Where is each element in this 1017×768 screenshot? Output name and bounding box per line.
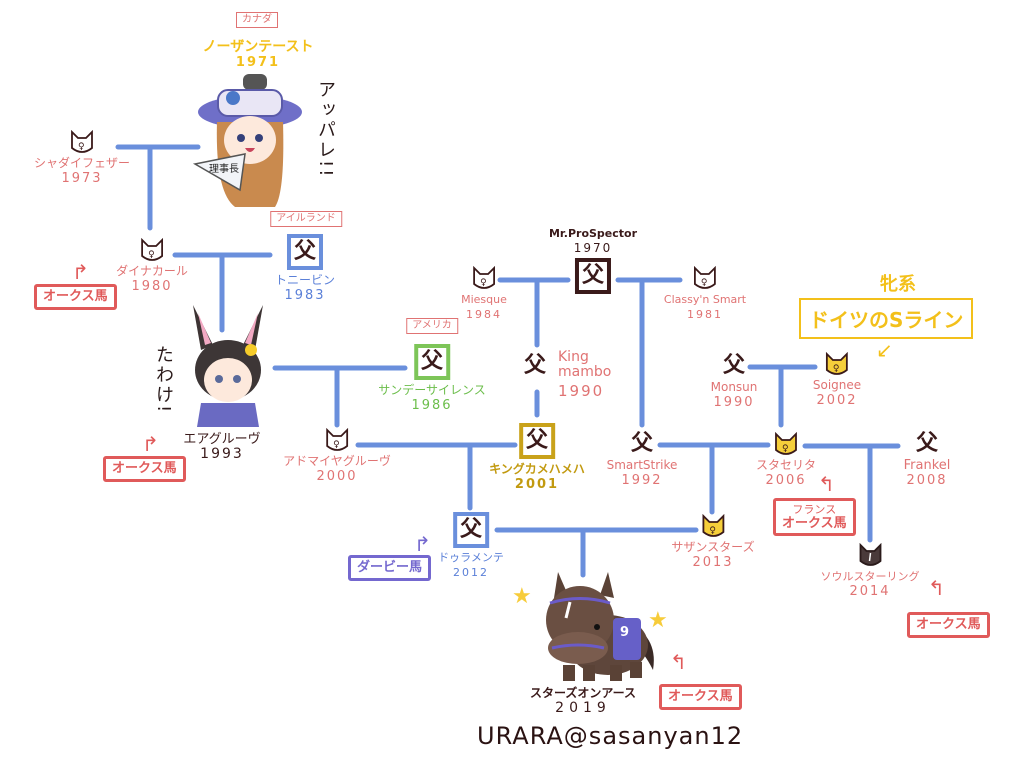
filly-face-icon: ♀ (326, 428, 348, 451)
filly-face-icon: ♀ (71, 130, 93, 153)
sire-box-icon: 父 (574, 258, 611, 294)
line-dyna-tony (172, 252, 273, 333)
svg-text:♀: ♀ (833, 364, 840, 374)
svg-text:9: 9 (620, 625, 629, 640)
star-icon: ★ (512, 584, 532, 609)
node-northern-taste: ノーザンテースト 1971 (202, 39, 314, 71)
node-monsun: 父 Monsun 1990 (710, 353, 758, 410)
node-kingmambo: King mambo 1990 (558, 349, 612, 400)
node-duramente: 父 ドゥラメンテ 2012 (438, 512, 504, 580)
line-stacelita-frankel (802, 443, 901, 543)
sire-box-icon: 父 (452, 512, 489, 548)
svg-text:理事長: 理事長 (209, 162, 239, 175)
line-airgroove-sunday (272, 365, 408, 428)
shout-tawake: たわけ! (153, 345, 174, 415)
node-sunday-silence: 父 サンデーサイレンス 1986 (378, 344, 486, 413)
sire-box-icon: 父 (286, 234, 323, 270)
svg-text:♀: ♀ (782, 444, 789, 454)
callout-title: 牝系 (880, 274, 916, 295)
svg-text:♀: ♀ (148, 250, 155, 260)
arrow-icon: ↱ (414, 532, 431, 556)
arrow-icon: ↱ (72, 260, 89, 284)
sire-box-icon: 父 (519, 423, 555, 459)
svg-text:♀: ♀ (480, 278, 487, 288)
node-dyna-carle: ♀ ダイナカール 1980 (116, 238, 188, 294)
node-smart-strike: 父 SmartStrike 1992 (606, 431, 678, 488)
shout-appare: アッパレ!! (315, 80, 336, 179)
filly-face-icon: ♀ (775, 432, 797, 455)
node-stars-on-earth: スターズオンアース 2019 (529, 686, 637, 716)
node-mr-prospector: Mr.ProSpector 1970 父 (549, 226, 637, 294)
filly-face-icon: ♀ (473, 266, 495, 289)
node-tony-bin: 父 トニービン 1983 (275, 234, 335, 303)
line-miesque-mrp (497, 277, 571, 418)
sire-box-icon: 父 (414, 344, 450, 380)
country-tag-canada: カナダ (236, 12, 278, 28)
oaks-badge: オークス馬 (907, 612, 990, 638)
line-duramente-southern (494, 527, 699, 578)
filly-face-icon (859, 543, 881, 566)
line-mrp-classy (615, 277, 683, 428)
line-admire-kingkame (355, 442, 518, 511)
arrow-icon: ↙ (876, 338, 893, 362)
filly-face-icon: ♀ (702, 514, 724, 537)
node-soul-stirring: ソウルスターリング 2014 (821, 543, 920, 599)
arrow-icon: ↰ (670, 650, 687, 674)
node-air-groove: エアグルーヴ 1993 (183, 432, 261, 462)
svg-text:♀: ♀ (78, 142, 85, 152)
node-frankel: 父 Frankel 2008 (903, 431, 951, 488)
filly-face-icon: ♀ (141, 238, 163, 261)
country-tag-ireland: アイルランド (270, 211, 342, 227)
oaks-badge: オークス馬 (659, 684, 742, 710)
node-southern-stars: ♀ サザンスターズ 2013 (671, 514, 755, 570)
sire-icon: 父 (915, 431, 938, 456)
artist-credit: URARA@sasanyan12 (477, 722, 744, 750)
country-tag-america: アメリカ (406, 318, 458, 334)
node-king-kamehameha: 父 キングカメハメハ 2001 (489, 423, 585, 492)
node-shadai-feather: ♀ シャダイフェザー 1973 (34, 130, 130, 186)
france-oaks-badge: フランス オークス馬 (773, 498, 856, 536)
svg-text:♀: ♀ (701, 278, 708, 288)
line-monsun-soignee (747, 364, 818, 428)
sire-icon: 父 (722, 353, 745, 378)
arrow-icon: ↱ (142, 432, 159, 456)
node-stacelita: ♀ スタセリタ 2006 (756, 432, 816, 488)
node-miesque: ♀ Miesque 1984 (461, 266, 507, 322)
oaks-badge: オークス馬 (34, 284, 117, 310)
line-shadai-northern (115, 144, 201, 231)
filly-face-icon: ♀ (694, 266, 716, 289)
star-icon: ★ (648, 608, 668, 633)
callout-label: ドイツのSライン (799, 298, 974, 339)
svg-text:♀: ♀ (709, 526, 716, 536)
air-groove-character-illustration (193, 305, 263, 427)
arrow-icon: ↰ (818, 472, 835, 496)
node-admire-groove: ♀ アドマイヤグルーヴ 2000 (283, 428, 391, 484)
node-soignee: ♀ Soignee 2002 (813, 352, 861, 408)
sire-icon: 父 (630, 431, 653, 456)
chairman-character-illustration: 理事長 (192, 74, 302, 207)
svg-text:♀: ♀ (333, 440, 340, 450)
oaks-badge: オークス馬 (103, 456, 186, 482)
derby-badge: ダービー馬 (348, 555, 432, 581)
node-classy-n-smart: ♀ Classy'n Smart 1981 (664, 266, 746, 322)
line-smartstrike-stacelita (657, 442, 771, 515)
arrow-icon: ↰ (928, 576, 945, 600)
sire-icon: 父 (524, 353, 547, 378)
stars-on-earth-horse-illustration: 9 (546, 572, 654, 681)
filly-face-icon: ♀ (826, 352, 848, 375)
